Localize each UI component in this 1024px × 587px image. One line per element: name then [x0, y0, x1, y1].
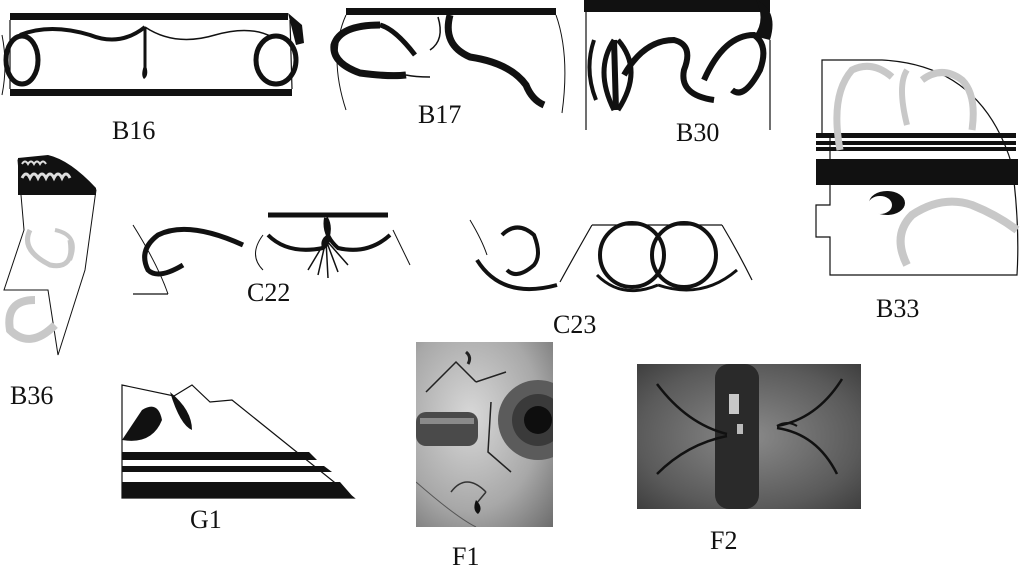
sherd-drawing-b33 — [815, 59, 1020, 276]
figure-label-b16: B16 — [112, 116, 156, 145]
sherd-drawing-c22 — [132, 212, 411, 295]
sherd-drawing-b30 — [584, 0, 773, 130]
sherd-drawing-b16 — [1, 13, 304, 96]
sherd-photo-f1 — [416, 342, 553, 527]
figure-label-c22: C22 — [247, 278, 291, 307]
figure-label-f1: F1 — [452, 542, 480, 571]
figure-label-b36: B36 — [10, 381, 54, 410]
figure-label-g1: G1 — [190, 505, 222, 534]
figure-label-b33: B33 — [876, 294, 920, 323]
figure-label-b30: B30 — [676, 118, 720, 147]
figure-label-b17: B17 — [418, 100, 462, 129]
sherd-drawing-g1 — [121, 384, 356, 499]
sherd-drawing-b36 — [3, 155, 97, 356]
sherd-drawing-b17 — [330, 8, 566, 114]
figure-label-f2: F2 — [710, 526, 738, 555]
sherd-photo-f2 — [637, 364, 861, 509]
sherd-drawing-c23 — [469, 219, 753, 293]
figure-label-c23: C23 — [553, 310, 597, 339]
